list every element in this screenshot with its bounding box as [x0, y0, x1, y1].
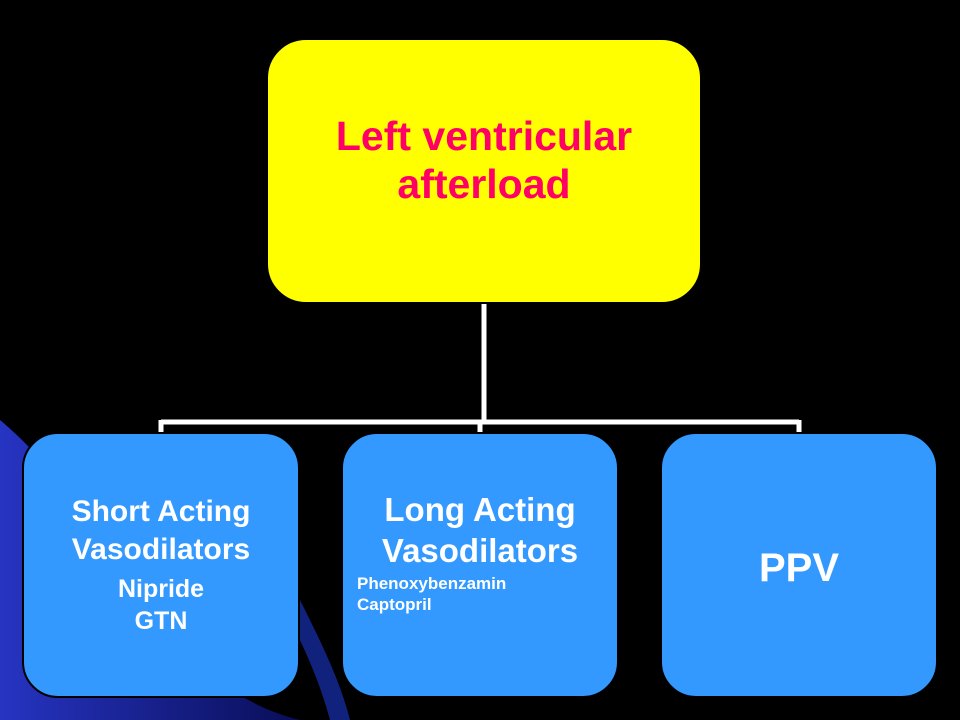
child-node-items: Nipride GTN — [118, 573, 204, 637]
child-node-title: Long Acting Vasodilators — [381, 491, 579, 569]
child-node-ppv: PPV — [660, 432, 938, 698]
drug-item: Phenoxybenzamin — [357, 574, 507, 593]
child-node-title: PPV — [758, 546, 840, 590]
root-node-label: Left ventricular afterload — [335, 113, 633, 207]
drug-item: Nipride — [117, 575, 205, 603]
child-node-title: Short Acting Vasodilators — [71, 495, 251, 566]
child-node-items: Phenoxybenzamin Captopril — [343, 573, 506, 615]
root-node: Left ventricular afterload — [266, 38, 702, 304]
child-node-long-acting: Long Acting Vasodilators Phenoxybenzamin… — [341, 432, 619, 698]
drug-item: Captopril — [357, 595, 432, 614]
drug-item: GTN — [134, 607, 188, 635]
child-node-short-acting: Short Acting Vasodilators Nipride GTN — [22, 432, 300, 698]
